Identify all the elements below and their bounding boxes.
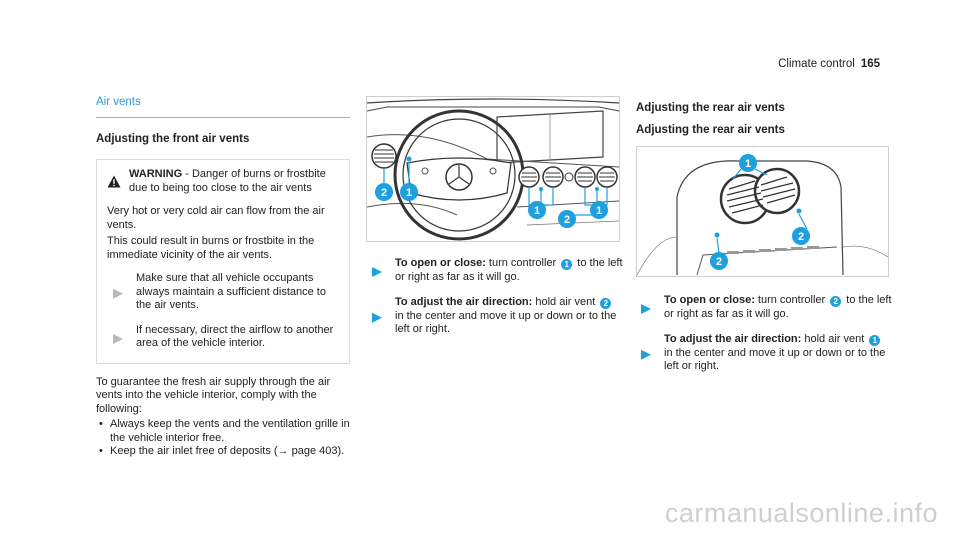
warning-label: WARNING [129, 168, 183, 180]
step-text: turn controller [485, 257, 560, 269]
callout-ref: 2 [830, 296, 842, 307]
section-name: Climate control [778, 58, 855, 70]
warning-title-text: - Danger of burns or frostbite due to be… [129, 168, 326, 194]
callout-label: 2 [564, 214, 570, 226]
warning-step: Make sure that all vehicle occupants alw… [107, 272, 339, 313]
list-item: • Always keep the vents and the ventilati… [96, 418, 350, 445]
callout-label: 2 [798, 231, 804, 243]
warning-paragraph: This could result in burns or frostbite … [107, 235, 315, 261]
step-label: To adjust the air direction: [395, 296, 533, 308]
page-header: Climate control 165 [778, 58, 880, 72]
step-arrow-icon [641, 349, 651, 360]
list-item-text: Always keep the vents and the ventilatio… [110, 418, 350, 444]
step-text: turn controller [754, 294, 829, 306]
step-text: to the left or right as far as it will g… [664, 294, 892, 320]
callout-ref: 1 [561, 259, 573, 270]
front-vents-steps: To open or close: turn controller 1 to t… [371, 257, 623, 337]
step-arrow-icon [372, 267, 382, 277]
callout-label: 2 [716, 256, 722, 268]
list-item-text: Keep the air inlet free of deposits (→ p… [110, 445, 345, 457]
callout-label: 1 [406, 187, 412, 199]
bullet-icon: • [99, 418, 103, 430]
step-text: in the center and move it up or down or … [664, 346, 886, 373]
step-arrow-icon [641, 304, 651, 314]
callout-label: 1 [745, 158, 751, 170]
step-label: To open or close: [664, 294, 755, 306]
page-number: 165 [860, 58, 880, 70]
step-text: hold air vent [801, 333, 868, 345]
warning-step: If necessary, direct the airflow to anot… [107, 324, 339, 351]
step-text: to the left or right as far as it will g… [395, 257, 623, 283]
instruction-step: To open or close: turn controller 2 to t… [640, 294, 892, 321]
warning-box: WARNING - Danger of burns or frostbite d… [96, 159, 350, 364]
requirements-list: • Always keep the vents and the ventilati… [96, 418, 350, 459]
callout-ref: 2 [600, 298, 612, 309]
subheading: Adjusting the front air vents [96, 132, 250, 145]
step-label: To open or close: [395, 257, 486, 269]
watermark-text: carmanualsonline.info [664, 498, 938, 528]
step-text: hold air vent [532, 296, 599, 308]
warning-triangle-icon [107, 175, 121, 188]
instruction-step: To open or close: turn controller 1 to t… [371, 257, 623, 284]
body-paragraph: To guarantee the fresh air supply throug… [96, 375, 331, 415]
list-item: • Keep the air inlet free of deposits (→ … [96, 445, 350, 459]
callout-ref: 1 [869, 335, 881, 346]
step-label: To adjust the air direction: [664, 333, 802, 345]
rear-vents-subheading: Adjusting the rear air vents [636, 124, 785, 136]
warning-step-text: If necessary, direct the airflow to anot… [136, 323, 334, 350]
callout-label: 1 [534, 205, 540, 217]
warning-title: WARNING - Danger of burns or frostbite d… [107, 168, 339, 195]
left-column: Air vents Adjusting the front air vents … [96, 96, 350, 459]
warning-paragraph: Very hot or very cold air can flow from … [107, 205, 325, 231]
step-arrow-icon [113, 333, 123, 344]
rear-vents-steps: To open or close: turn controller 2 to t… [640, 294, 892, 374]
rear-vents-heading: Adjusting the rear air vents [636, 102, 785, 114]
warning-step-text: Make sure that all vehicle occupants alw… [136, 272, 326, 311]
callout-label: 1 [596, 205, 602, 217]
callout-label: 2 [381, 187, 387, 199]
instruction-step: To adjust the air direction: hold air ve… [371, 296, 623, 337]
front-vents-illustration: 2 1 1 2 1 [366, 96, 620, 242]
rear-console-drawing: 1 2 2 [636, 154, 889, 276]
rear-vents-illustration: 1 2 2 [636, 146, 889, 277]
step-text: in the center and move it up or down or … [395, 309, 617, 336]
dashboard-drawing: 2 1 1 2 1 [366, 98, 620, 241]
instruction-step: To adjust the air direction: hold air ve… [640, 333, 892, 374]
bullet-icon: • [99, 445, 103, 457]
section-title: Air vents [96, 96, 350, 118]
step-arrow-icon [372, 312, 382, 323]
step-arrow-icon [113, 288, 123, 299]
